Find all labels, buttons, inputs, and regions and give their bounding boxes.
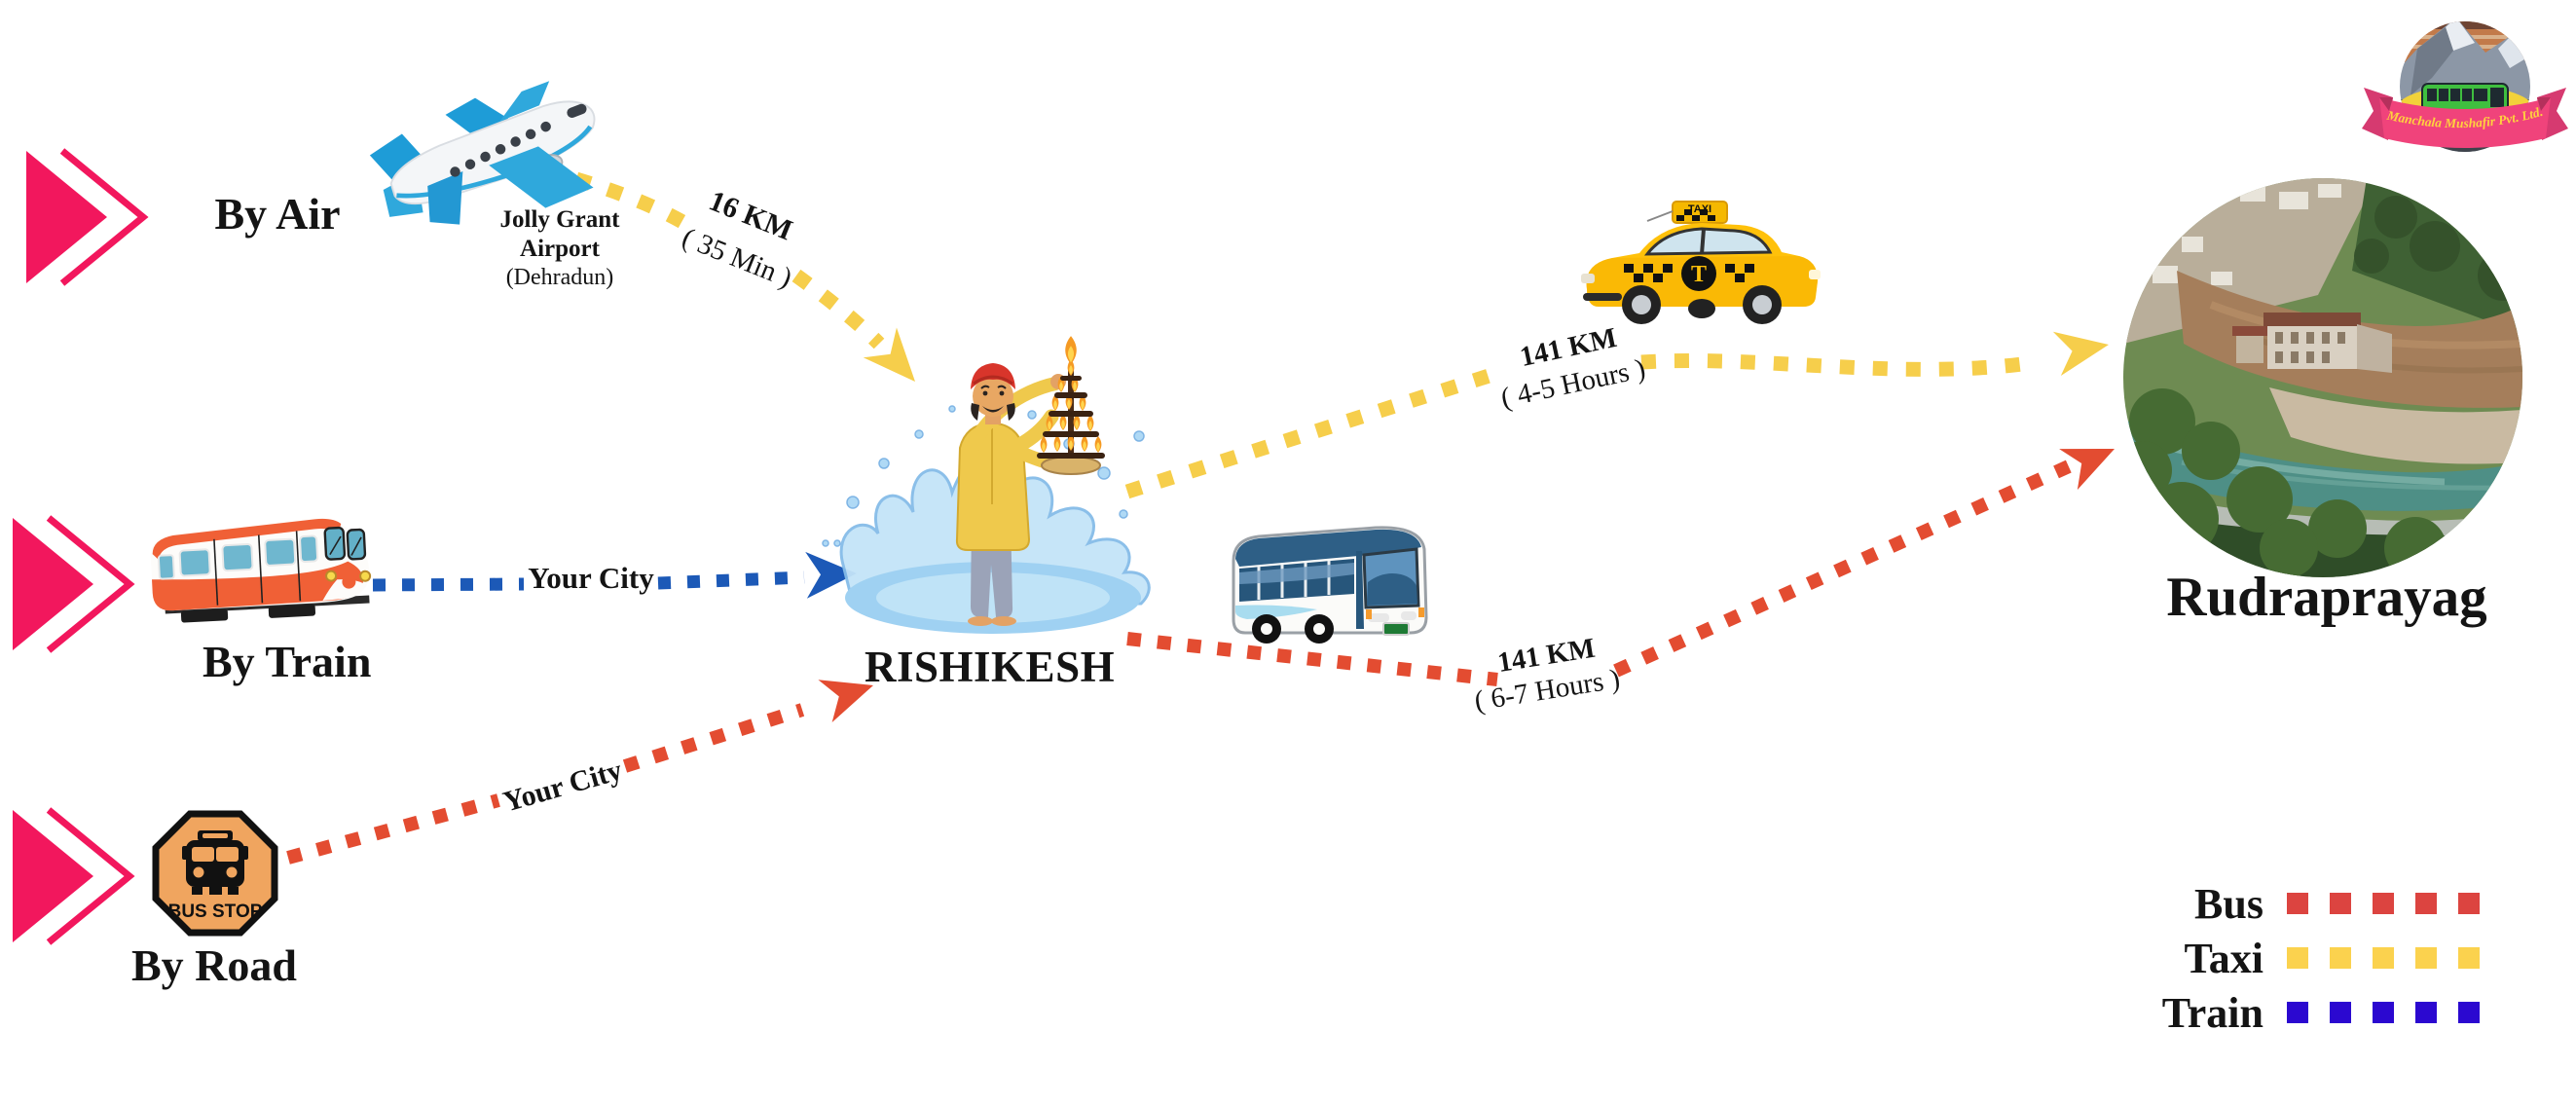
- legend-train-swatch: [2415, 1002, 2437, 1023]
- temple-buildings: [2232, 313, 2392, 373]
- legend-row-bus: Bus: [2108, 879, 2501, 928]
- company-logo: Manchala Mushafir Pvt. Ltd.: [2362, 21, 2568, 152]
- by-air-label: By Air: [214, 189, 341, 239]
- taxi-route-arrowhead: [2052, 331, 2109, 377]
- taxi-icon: TAXI T: [1581, 201, 1821, 324]
- train-icon: [150, 518, 372, 623]
- airport-name-label: Jolly Grant Airport: [499, 206, 620, 262]
- bus-stop-sign-text: BUS STOP: [168, 902, 263, 922]
- road-route-arrowhead: [818, 680, 873, 722]
- svg-text:T: T: [1691, 262, 1707, 287]
- water-droplets: [822, 405, 1145, 547]
- train-chevron-icon: [13, 518, 129, 650]
- airport-city-label: (Dehradun): [505, 265, 614, 290]
- bus-icon: [1232, 526, 1428, 644]
- legend-taxi-swatch: [2458, 947, 2480, 969]
- rudraprayag-label: Rudraprayag: [2166, 567, 2487, 628]
- bus-stop-sign-icon: BUS STOP: [152, 810, 278, 937]
- road-chevron-icon: [13, 810, 129, 942]
- air-route-dotted-path: [573, 171, 885, 350]
- taxi-route-dotted-path: [1124, 353, 2039, 499]
- legend-train-swatch: [2458, 1002, 2480, 1023]
- train-your-city-label: Your City: [528, 561, 654, 595]
- legend-row-taxi: Taxi: [2108, 934, 2501, 982]
- by-road-label: By Road: [131, 940, 297, 990]
- legend-taxi-swatch: [2287, 947, 2308, 969]
- legend-taxi-swatch: [2415, 947, 2437, 969]
- transport-legend: Bus Taxi Train: [2108, 879, 2501, 1045]
- aarti-lamp-flames: [1037, 336, 1105, 459]
- rishikesh-pilgrim-illustration: [822, 336, 1151, 634]
- legend-bus-swatch: [2415, 893, 2437, 914]
- legend-train-swatch: [2373, 1002, 2394, 1023]
- legend-taxi-label: Taxi: [2184, 934, 2263, 982]
- legend-train-swatch: [2287, 1002, 2308, 1023]
- by-train-label: By Train: [202, 637, 372, 686]
- legend-bus-swatch: [2287, 893, 2308, 914]
- air-route-arrowhead: [863, 327, 915, 382]
- train-route-arrowhead: [805, 551, 857, 599]
- legend-bus-label: Bus: [2194, 879, 2263, 928]
- legend-bus-swatch: [2458, 893, 2480, 914]
- legend-bus-swatch: [2373, 893, 2394, 914]
- legend-taxi-swatch: [2330, 947, 2351, 969]
- legend-train-label: Train: [2161, 988, 2263, 1037]
- road-route-dotted-path: [286, 703, 805, 865]
- train-route-dotted-path: [372, 570, 805, 592]
- legend-train-swatch: [2330, 1002, 2351, 1023]
- bus-route-arrowhead: [2059, 449, 2115, 491]
- legend-row-train: Train: [2108, 988, 2501, 1037]
- svg-text:TAXI: TAXI: [1688, 203, 1711, 215]
- bus-route-dotted-path: [1126, 455, 2082, 686]
- air-chevron-icon: [26, 151, 143, 283]
- legend-bus-swatch: [2330, 893, 2351, 914]
- rudraprayag-photo: [2123, 178, 2522, 577]
- rishikesh-label: RISHIKESH: [865, 643, 1116, 691]
- airplane-icon: [369, 81, 596, 225]
- legend-taxi-swatch: [2373, 947, 2394, 969]
